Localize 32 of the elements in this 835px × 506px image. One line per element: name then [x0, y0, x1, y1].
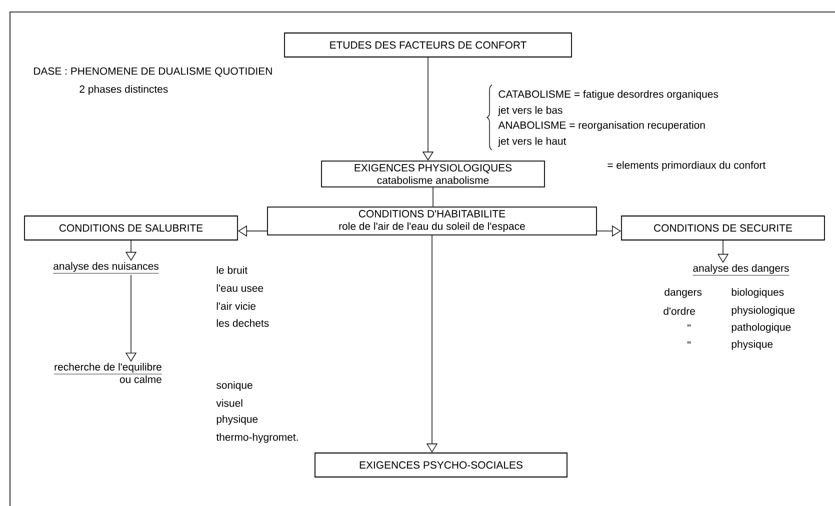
process-box: CONDITIONS D'HABITABILITE role de l'air de l'eau du soleil de l'espace [267, 206, 597, 236]
process-box: CONDITIONS DE SECURITE [621, 216, 825, 240]
note-text: l'air vicie [216, 302, 256, 310]
note-text: les dechets [216, 319, 269, 327]
underlined-text: analyse des nuisances [52, 262, 160, 274]
note-text: visuel [216, 399, 242, 407]
process-box: EXIGENCES PHYSIOLOGIQUES catabolisme anabolisme [321, 160, 545, 188]
note-text: jet vers le haut [498, 137, 566, 147]
note-text: " [688, 324, 690, 327]
note-text: physiologique [732, 306, 795, 316]
note-text: d'ordre [664, 307, 695, 315]
note-text: 2 phases distinctes [80, 85, 168, 95]
process-box: ETUDES DES FACTEURS DE CONFORT [284, 32, 572, 58]
process-box: EXIGENCES PSYCHO-SOCIALES [314, 452, 568, 478]
note-text: DASE : PHENOMENE DE DUALISME QUOTIDIEN [34, 67, 272, 77]
note-text: thermo-hygromet. [216, 433, 298, 443]
underlined-text: analyse des dangers [692, 264, 790, 276]
note-text: = elements primordiaux du confort [608, 161, 766, 171]
note-text: physique [216, 415, 258, 425]
note-text: physique [732, 340, 773, 350]
note-text: CATABOLISME = fatigue desordres organiques [498, 90, 718, 100]
note-text: " [688, 341, 690, 344]
underlined-text: recherche de l'equilibre ou calme [54, 362, 162, 384]
note-text: ANABOLISME = reorganisation recuperation [498, 121, 705, 131]
note-text: dangers [664, 288, 702, 298]
note-text: pathologique [732, 323, 791, 333]
process-box: CONDITIONS DE SALUBRITE [24, 216, 238, 240]
note-text: le bruit [216, 266, 248, 274]
note-text: jet vers le bas [498, 106, 562, 116]
note-text: l'eau usee [216, 284, 264, 292]
note-text: sonique [216, 381, 252, 391]
note-text: biologiques [732, 288, 784, 298]
